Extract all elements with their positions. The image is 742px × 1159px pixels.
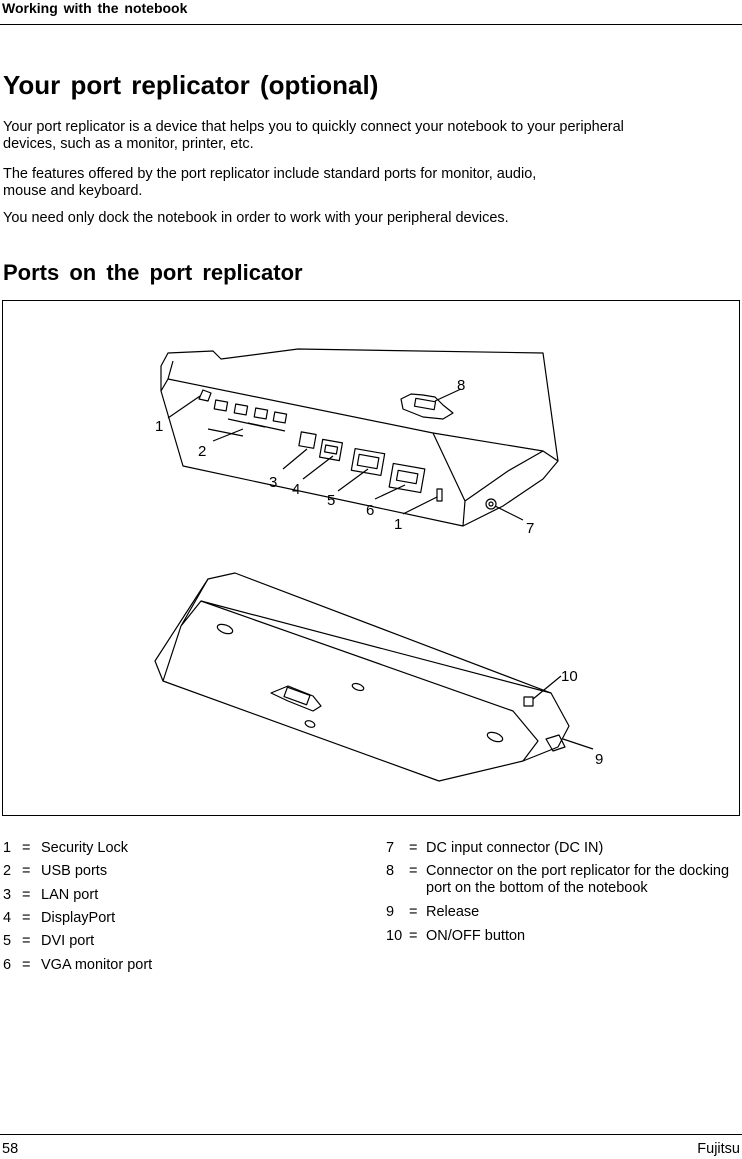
- callout-docking-connector: 8: [457, 377, 465, 394]
- callout-displayport: 4: [292, 481, 300, 498]
- legend-item: 8 = Connector on the port replicator for…: [386, 863, 742, 903]
- legend-number: 8: [386, 863, 395, 879]
- bottom-view-drawing: [154, 572, 570, 782]
- callout-vga-port: 6: [366, 502, 374, 519]
- subsection-title: Ports on the port replicator: [3, 260, 303, 285]
- legend-left-column: 1 = Security Lock 2 = USB ports 3 = LAN …: [3, 840, 343, 980]
- legend-text: Release: [426, 904, 480, 920]
- port-replicator-figure: 1 2 3 4 5 6 1 7 8 10 9: [2, 300, 740, 816]
- legend-number: 1: [3, 840, 12, 856]
- legend-text: DC input connector (DC IN): [426, 840, 604, 856]
- dock-paragraph: You need only dock the notebook in order…: [3, 210, 509, 226]
- legend-equals: =: [22, 863, 31, 879]
- features-paragraph: The features offered by the port replica…: [3, 166, 537, 199]
- callout-usb-ports: 2: [198, 443, 206, 460]
- intro-paragraph: Your port replicator is a device that he…: [3, 119, 624, 152]
- page-footer: 58 Fujitsu: [0, 1134, 742, 1159]
- legend-equals: =: [22, 957, 31, 973]
- callout-dc-in: 7: [526, 520, 534, 537]
- legend-text: LAN port: [41, 887, 99, 903]
- page-header: Working with the notebook: [0, 0, 742, 25]
- legend-number: 7: [386, 840, 395, 856]
- legend-number: 9: [386, 904, 395, 920]
- legend-number: 2: [3, 863, 12, 879]
- legend-number: 3: [3, 887, 12, 903]
- legend-right-column: 7 = DC input connector (DC IN) 8 = Conne…: [386, 840, 742, 950]
- callout-release: 9: [595, 751, 603, 768]
- legend-text: DisplayPort: [41, 910, 116, 926]
- callout-security-lock-right: 1: [394, 516, 402, 533]
- legend-equals: =: [22, 887, 31, 903]
- bottom-callout-lines: [532, 675, 594, 750]
- rear-view-drawing: [160, 348, 559, 527]
- callout-on-off-button: 10: [561, 668, 578, 685]
- legend-text: USB ports: [41, 863, 108, 879]
- legend-text: VGA monitor port: [41, 957, 153, 973]
- legend-equals: =: [409, 904, 418, 920]
- rear-callout-lines: [167, 388, 524, 521]
- legend-number: 10: [386, 928, 403, 944]
- legend-equals: =: [409, 863, 418, 879]
- section-title: Your port replicator (optional): [3, 70, 379, 100]
- legend-text: Security Lock: [41, 840, 129, 856]
- header-title: Working with the notebook: [2, 0, 188, 16]
- legend-equals: =: [409, 928, 418, 944]
- callout-dvi-port: 5: [327, 492, 335, 509]
- port-replicator-illustration: 1 2 3 4 5 6 1 7 8 10 9: [154, 348, 603, 782]
- legend-equals: =: [22, 933, 31, 949]
- legend-text: Connector on the port replicator for the…: [426, 863, 730, 896]
- legend-text: ON/OFF button: [426, 928, 526, 944]
- page-number: 58: [2, 1141, 19, 1157]
- legend-number: 6: [3, 957, 12, 973]
- legend-equals: =: [22, 840, 31, 856]
- legend-number: 5: [3, 933, 12, 949]
- legend-number: 4: [3, 910, 12, 926]
- footer-brand: Fujitsu: [697, 1141, 740, 1157]
- callout-lan-port: 3: [269, 474, 277, 491]
- callout-security-lock-left: 1: [155, 418, 163, 435]
- legend-equals: =: [22, 910, 31, 926]
- legend-text: DVI port: [41, 933, 95, 949]
- legend-equals: =: [409, 840, 418, 856]
